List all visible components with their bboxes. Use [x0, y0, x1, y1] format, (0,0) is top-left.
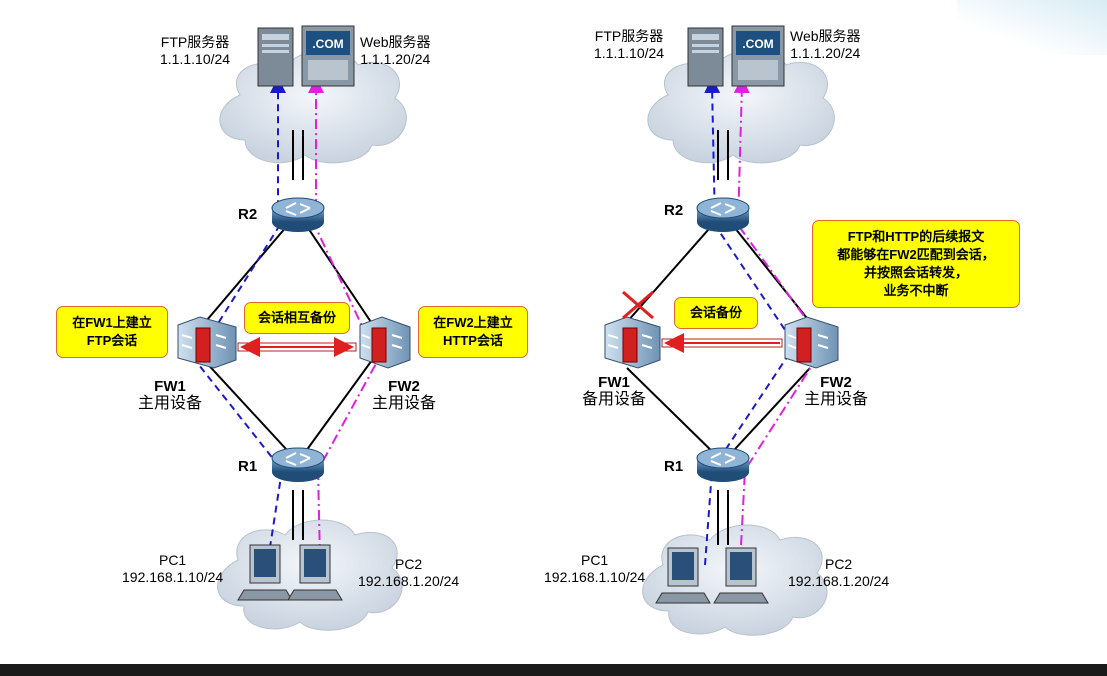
fw2-role: 主用设备 — [372, 395, 437, 412]
note-line: 在FW1上建立 — [72, 315, 152, 330]
session-backup-arrow — [661, 333, 783, 353]
note-line: 业务不中断 — [883, 283, 949, 298]
note-mutual-backup: 会话相互备份 — [244, 302, 350, 334]
router-r2-icon — [696, 197, 750, 232]
router-r2-icon — [271, 197, 325, 232]
router-r2-label: R2 — [664, 202, 684, 219]
note-fw2-http-session: 在FW2上建立 HTTP会话 — [418, 306, 528, 358]
fw1-role: 主用设备 — [138, 395, 203, 412]
note-line: 并按照会话转发， — [863, 265, 968, 280]
ftp-server-ip: 1.1.1.10/24 — [160, 51, 231, 67]
firewall-fw1-icon — [177, 316, 237, 369]
router-r1-icon — [696, 447, 750, 482]
fw1-label: FW1 备用设备 — [582, 374, 646, 408]
note-line: 在FW2上建立 — [433, 315, 513, 330]
ftp-server-name: FTP服务器 — [160, 34, 230, 50]
ftp-server-label: FTP服务器 1.1.1.10/24 — [160, 34, 230, 68]
pc2-ip: 192.168.1.20/24 — [788, 573, 890, 589]
note-line: FTP会话 — [86, 333, 138, 348]
ftp-server-ip: 1.1.1.10/24 — [594, 45, 665, 61]
web-server-name: Web服务器 — [790, 28, 861, 44]
pc1-name: PC1 — [158, 552, 187, 568]
pc2-label: PC2 192.168.1.20/24 — [358, 556, 459, 590]
pc1-icon — [237, 544, 293, 601]
fw2-name: FW2 — [820, 374, 852, 391]
web-server-icon: .COM — [301, 25, 355, 87]
pc1-name: PC1 — [580, 552, 609, 568]
firewall-fw1-icon — [604, 316, 661, 369]
fw2-role: 主用设备 — [804, 391, 869, 408]
web-server-label: Web服务器 1.1.1.20/24 — [790, 28, 861, 62]
pc1-label: PC1 192.168.1.10/24 — [544, 552, 645, 586]
ftp-server-icon — [687, 27, 724, 87]
ftp-server-icon — [257, 27, 294, 87]
session-sync-arrow — [237, 337, 357, 357]
web-server-label: Web服务器 1.1.1.20/24 — [360, 34, 431, 68]
fw2-name: FW2 — [388, 378, 420, 395]
pc2-icon — [713, 547, 769, 604]
web-server-ip: 1.1.1.20/24 — [360, 51, 431, 67]
fw2-label: FW2 主用设备 — [372, 378, 436, 412]
web-server-name: Web服务器 — [360, 34, 431, 50]
pc2-name: PC2 — [394, 556, 423, 572]
note-fw1-ftp-session: 在FW1上建立 FTP会话 — [56, 306, 168, 358]
decorative-frost-corner — [957, 0, 1107, 55]
note-session-backup: 会话备份 — [674, 297, 758, 329]
fw1-name: FW1 — [154, 378, 186, 395]
firewall-fw2-icon — [359, 316, 411, 369]
left-diagram: .COM — [177, 25, 411, 631]
note-service-continuity: FTP和HTTP的后续报文 都能够在FW2匹配到会话， 并按照会话转发， 业务不… — [812, 220, 1020, 308]
web-server-icon: .COM — [731, 25, 785, 87]
pc1-ip: 192.168.1.10/24 — [122, 569, 224, 585]
fw1-role: 备用设备 — [582, 391, 647, 408]
pc2-icon — [287, 544, 343, 601]
pc2-ip: 192.168.1.20/24 — [358, 573, 460, 589]
router-r2-label: R2 — [238, 206, 258, 223]
right-diagram: .COM — [604, 25, 839, 636]
fw2-label: FW2 主用设备 — [804, 374, 868, 408]
bottom-strip — [0, 664, 1107, 676]
note-line: FTP和HTTP的后续报文 — [847, 229, 985, 244]
router-r1-label: R1 — [238, 458, 258, 475]
server-badge-text: .COM — [742, 37, 773, 51]
fw1-name: FW1 — [598, 374, 630, 391]
pc1-icon — [655, 547, 711, 604]
router-r1-icon — [271, 447, 325, 482]
web-server-ip: 1.1.1.20/24 — [790, 45, 861, 61]
failure-x-icon — [622, 290, 654, 320]
ftp-server-name: FTP服务器 — [594, 28, 664, 44]
pc2-name: PC2 — [824, 556, 853, 572]
fw1-label: FW1 主用设备 — [138, 378, 202, 412]
firewall-fw2-icon — [784, 316, 839, 369]
server-badge-text: .COM — [312, 37, 343, 51]
note-line: 都能够在FW2匹配到会话， — [837, 247, 995, 262]
pc1-ip: 192.168.1.10/24 — [544, 569, 646, 585]
note-line: HTTP会话 — [443, 333, 503, 348]
pc2-label: PC2 192.168.1.20/24 — [788, 556, 889, 590]
router-r1-label: R1 — [664, 458, 684, 475]
pc1-label: PC1 192.168.1.10/24 — [122, 552, 223, 586]
ftp-server-label: FTP服务器 1.1.1.10/24 — [594, 28, 664, 62]
